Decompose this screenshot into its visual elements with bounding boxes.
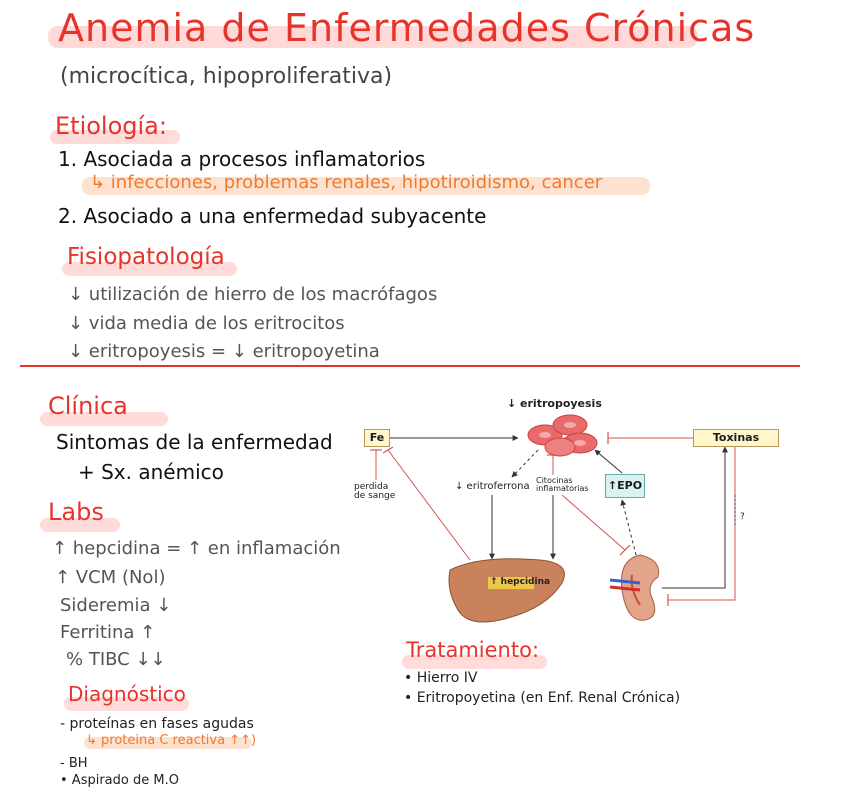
- diagnostico-item-1: - proteínas en fases agudas: [60, 716, 254, 732]
- page-title: Anemia de Enfermedades Crónicas: [58, 6, 756, 50]
- fisiopatologia-heading: Fisiopatología: [67, 244, 225, 270]
- epo-box: ↑EPO: [605, 474, 645, 498]
- fisiopatologia-item-2: ↓ vida media de los eritrocitos: [68, 313, 345, 334]
- eritroferrona-label: ↓ eritroferrona: [455, 481, 530, 492]
- question-mark: ?: [740, 512, 745, 522]
- etiologia-sub-highlight: [82, 177, 650, 195]
- etiologia-item-1-sub: ↳ infecciones, problemas renales, hipoti…: [90, 172, 603, 193]
- clinica-line-2: + Sx. anémico: [78, 460, 224, 484]
- fe-box: Fe: [364, 429, 390, 447]
- diagnostico-highlight: [64, 697, 189, 711]
- fisiopatologia-item-3: ↓ eritropoyesis = ↓ eritropoyetina: [68, 341, 380, 362]
- section-divider: [20, 365, 800, 367]
- diagnostico-item-1-sub: ↳ proteina C reactiva ↑↑): [86, 733, 257, 748]
- pathophysiology-diagram: ↓ eritropoyesis Fe Toxinas perdida de sa…: [340, 395, 800, 635]
- labs-item-3: Sideremia ↓: [60, 595, 172, 616]
- hepcidina-label: ↑ hepcidina: [490, 577, 551, 587]
- diagnostico-heading: Diagnóstico: [68, 682, 186, 706]
- etiologia-item-1: 1. Asociada a procesos inflamatorios: [58, 147, 426, 171]
- labs-item-1: ↑ hepcidina = ↑ en inflamación: [52, 538, 341, 559]
- tratamiento-item-1: • Hierro IV: [404, 670, 478, 686]
- labs-item-4: Ferritina ↑: [60, 622, 156, 643]
- diagram-arrows: [370, 414, 736, 623]
- clinica-heading: Clínica: [48, 392, 128, 420]
- labs-item-5: % TIBC ↓↓: [66, 649, 166, 670]
- tratamiento-item-2: • Eritropoyetina (en Enf. Renal Crónica): [404, 690, 681, 706]
- tratamiento-heading: Tratamiento:: [406, 638, 540, 662]
- etiologia-heading: Etiología:: [55, 112, 167, 140]
- toxinas-box: Toxinas: [693, 429, 779, 447]
- title-highlight: [48, 26, 698, 48]
- etiologia-item-2: 2. Asociado a una enfermedad subyacente: [58, 204, 487, 228]
- eritropoyesis-label: ↓ eritropoyesis: [507, 397, 602, 410]
- page-subtitle: (microcítica, hipoproliferativa): [60, 64, 393, 89]
- labs-highlight: [40, 518, 120, 532]
- labs-heading: Labs: [48, 498, 104, 526]
- fisiopatologia-item-1: ↓ utilización de hierro de los macrófago…: [68, 284, 438, 305]
- diagnostico-item-2: - BH: [60, 756, 88, 771]
- fisiopatologia-highlight: [62, 262, 237, 276]
- diagnostico-item-3: • Aspirado de M.O: [60, 773, 179, 788]
- etiologia-highlight: [50, 130, 180, 144]
- tratamiento-highlight: [402, 655, 547, 669]
- citocinas-label: Citocinas inflamatorias: [536, 476, 589, 494]
- labs-item-2: ↑ VCM (Nol): [55, 567, 166, 588]
- clinica-line-1: Sintomas de la enfermedad: [56, 430, 333, 454]
- clinica-highlight: [40, 412, 168, 426]
- perdida-label: perdida de sange: [354, 482, 396, 502]
- diagnostico-sub-highlight: [84, 737, 252, 749]
